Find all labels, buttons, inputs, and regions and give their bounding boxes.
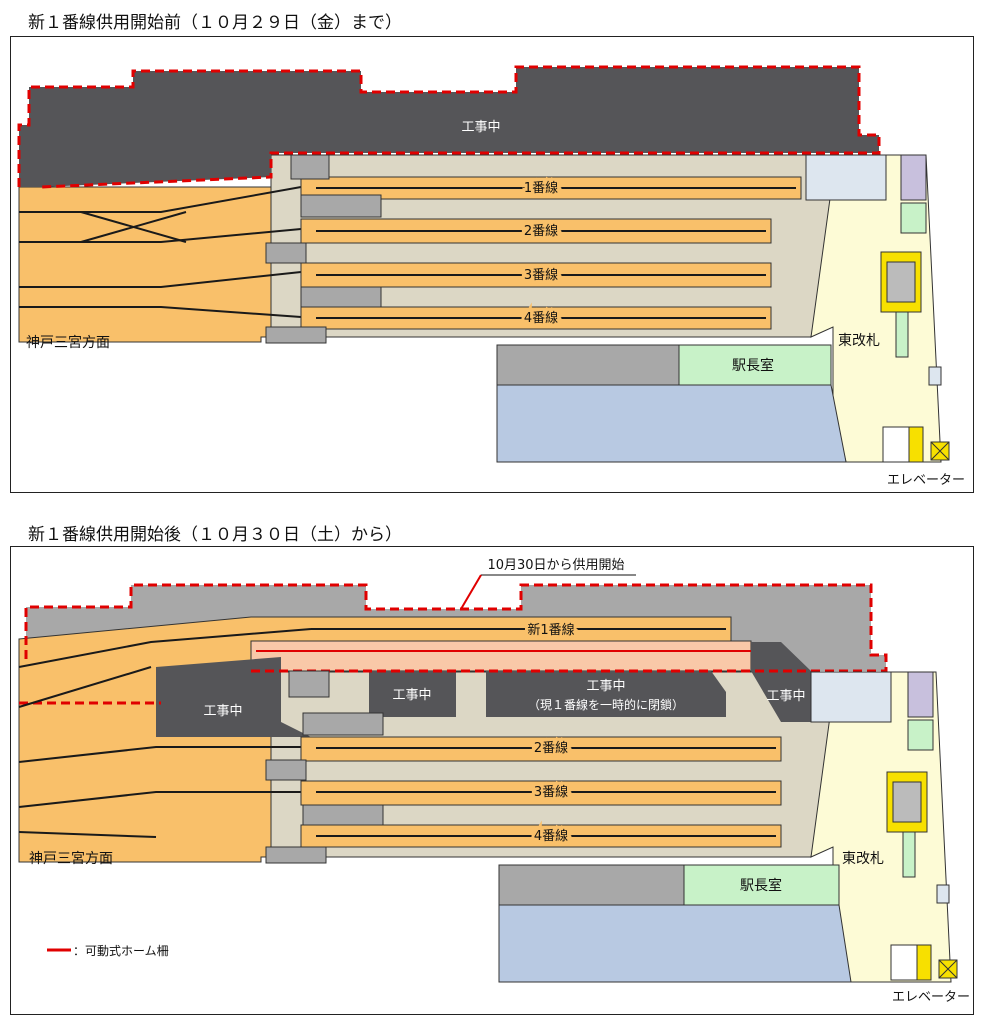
new-track-1-platform bbox=[250, 640, 752, 672]
title-before: 新１番線供用開始前（１０月２９日（金）まで） bbox=[28, 13, 402, 33]
gray-room bbox=[496, 344, 680, 386]
stairs bbox=[265, 154, 382, 344]
construction-area bbox=[19, 67, 879, 187]
construction-center-note: （現１番線を一時的に閉鎖） bbox=[528, 697, 684, 712]
track-4-label: 4番線 bbox=[524, 310, 558, 326]
legend-label: ：可動式ホーム柵 bbox=[73, 944, 169, 958]
construction-left bbox=[156, 657, 311, 737]
track-2-label: 2番線 bbox=[534, 740, 568, 756]
station-map-before: 工事中 1番線 2番線 3番線 4番線 駅長室 bbox=[17, 65, 965, 488]
title-after: 新１番線供用開始後（１０月３０日（土）から） bbox=[28, 525, 402, 545]
construction-center-label: 工事中 bbox=[586, 679, 625, 694]
new-track-1-label: 新1番線 bbox=[527, 622, 574, 638]
callout-label: 10月30日から供用開始 bbox=[487, 558, 624, 573]
east-gate-label: 東改札 bbox=[838, 333, 880, 349]
fence-before bbox=[17, 65, 881, 189]
direction-label: 神戸三宮方面 bbox=[29, 851, 113, 867]
station-map-after: 10月30日から供用開始 新1番線 工事中 工事中 工事中 （現１番線を一時的に… bbox=[18, 558, 970, 1005]
direction-label: 神戸三宮方面 bbox=[26, 335, 110, 351]
track-1-label: 1番線 bbox=[524, 180, 558, 196]
track-lines bbox=[18, 628, 312, 838]
construction-left-label: 工事中 bbox=[203, 704, 242, 719]
gray-room bbox=[498, 864, 685, 906]
station-office-label: 駅長室 bbox=[732, 357, 774, 374]
blue-room bbox=[498, 904, 852, 983]
track-3-label: 3番線 bbox=[524, 267, 558, 283]
map-before: 工事中 1番線 2番線 3番線 4番線 駅長室 bbox=[10, 36, 974, 493]
construction-center bbox=[486, 671, 726, 717]
blue-room bbox=[496, 384, 847, 463]
track-3-label: 3番線 bbox=[534, 784, 568, 800]
track-2-label: 2番線 bbox=[524, 223, 558, 239]
track-4-label: 4番線 bbox=[534, 828, 568, 844]
construction-mid-label: 工事中 bbox=[392, 688, 431, 703]
construction-mid bbox=[369, 671, 456, 717]
elevator-label: エレベーター bbox=[892, 990, 970, 1005]
station-office bbox=[678, 344, 832, 386]
station-office-label: 駅長室 bbox=[740, 877, 782, 894]
construction-label: 工事中 bbox=[461, 120, 500, 135]
station-office bbox=[683, 864, 840, 906]
map-after: 10月30日から供用開始 新1番線 工事中 工事中 工事中 （現１番線を一時的に… bbox=[10, 546, 974, 1015]
construction-right-label: 工事中 bbox=[766, 689, 805, 704]
fence-after bbox=[19, 583, 888, 705]
east-gate-label: 東改札 bbox=[842, 851, 884, 867]
stairs bbox=[265, 670, 384, 864]
elevator-label: エレベーター bbox=[887, 473, 965, 488]
